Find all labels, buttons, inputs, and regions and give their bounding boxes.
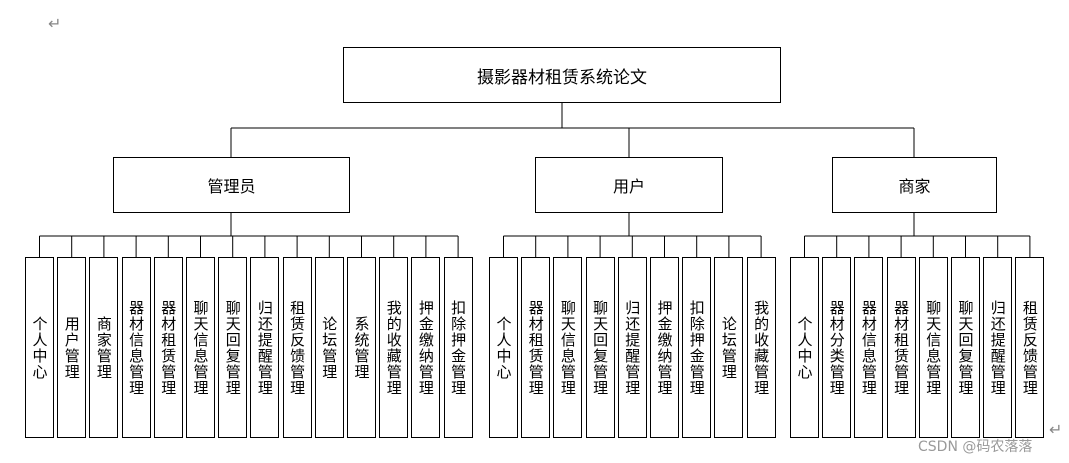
- leaf-label: 商家管理: [94, 315, 113, 380]
- leaf-node: 租赁反馈管理: [282, 257, 312, 438]
- leaf-node: 商家管理: [89, 257, 119, 438]
- leaf-label: 用户管理: [62, 315, 81, 380]
- leaf-node: 器材租赁管理: [153, 257, 183, 438]
- leaf-node: 归还提醒管理: [250, 257, 280, 438]
- leaf-label: 聊天回复管理: [223, 299, 242, 396]
- leaf-label: 聊天信息管理: [191, 299, 210, 396]
- leaf-label: 聊天回复管理: [591, 299, 610, 396]
- leaf-node: 扣除押金管理: [682, 257, 712, 438]
- leaf-node: 聊天信息管理: [918, 257, 948, 438]
- leaf-label: 器材租赁管理: [159, 299, 178, 396]
- leaf-node: 论坛管理: [714, 257, 744, 438]
- leaf-label: 论坛管理: [320, 315, 339, 380]
- leaf-node: 归还提醒管理: [617, 257, 647, 438]
- leaf-node: 租赁反馈管理: [1015, 257, 1045, 438]
- leaf-node: 个人中心: [25, 257, 54, 438]
- role-label-user: 用户: [612, 177, 645, 196]
- watermark: CSDN @码农落落: [918, 439, 1033, 455]
- leaf-label: 押金缴纳管理: [416, 299, 435, 396]
- leaf-label: 论坛管理: [719, 315, 738, 380]
- leaf-label: 扣除押金管理: [687, 299, 706, 396]
- leaf-label: 我的收藏管理: [384, 299, 403, 396]
- leaf-node: 器材分类管理: [822, 257, 852, 438]
- leaf-node: 押金缴纳管理: [411, 257, 441, 438]
- leaf-node: 押金缴纳管理: [650, 257, 679, 438]
- leaf-label: 归还提醒管理: [988, 299, 1007, 396]
- leaf-label: 押金缴纳管理: [655, 299, 674, 396]
- leaf-node: 聊天回复管理: [218, 257, 248, 438]
- role-box-admin: 管理员: [113, 157, 350, 213]
- leaf-label: 我的收藏管理: [752, 299, 771, 396]
- leaf-label: 聊天回复管理: [956, 299, 975, 396]
- leaf-node: 用户管理: [57, 257, 87, 438]
- role-box-merchant: 商家: [832, 157, 997, 213]
- leaf-label: 扣除押金管理: [449, 299, 468, 396]
- leaf-node: 器材租赁管理: [521, 257, 551, 438]
- return-mark-bottom: ↵: [1049, 420, 1063, 439]
- leaf-label: 个人中心: [494, 315, 513, 380]
- leaf-node: 我的收藏管理: [746, 257, 776, 438]
- leaf-label: 器材分类管理: [827, 299, 846, 396]
- leaf-label: 个人中心: [795, 315, 814, 380]
- leaf-node: 聊天回复管理: [951, 257, 980, 438]
- root-title: 摄影器材租赁系统论文: [477, 67, 647, 88]
- leaf-node: 个人中心: [489, 257, 518, 438]
- leaf-label: 个人中心: [30, 315, 49, 380]
- leaf-label: 聊天信息管理: [558, 299, 577, 396]
- leaf-label: 器材信息管理: [127, 299, 146, 396]
- leaf-node: 聊天信息管理: [186, 257, 215, 438]
- return-mark-top: ↵: [48, 14, 62, 33]
- leaf-label: 租赁反馈管理: [1020, 299, 1039, 396]
- root-title-box: 摄影器材租赁系统论文: [343, 47, 781, 103]
- leaf-node: 我的收藏管理: [379, 257, 409, 438]
- leaf-node: 个人中心: [790, 257, 819, 438]
- leaf-label: 租赁反馈管理: [288, 299, 307, 396]
- leaf-label: 系统管理: [352, 315, 371, 380]
- leaf-node: 聊天信息管理: [553, 257, 583, 438]
- leaf-node: 扣除押金管理: [443, 257, 473, 438]
- leaf-node: 聊天回复管理: [585, 257, 615, 438]
- role-label-admin: 管理员: [207, 177, 256, 196]
- leaf-node: 系统管理: [347, 257, 376, 438]
- role-label-merchant: 商家: [898, 177, 931, 196]
- leaf-label: 器材租赁管理: [526, 299, 545, 396]
- leaf-label: 归还提醒管理: [255, 299, 274, 396]
- leaf-node: 器材信息管理: [854, 257, 884, 438]
- leaf-label: 器材租赁管理: [892, 299, 911, 396]
- leaf-label: 器材信息管理: [859, 299, 878, 396]
- leaf-node: 论坛管理: [314, 257, 344, 438]
- leaf-label: 聊天信息管理: [924, 299, 943, 396]
- leaf-node: 器材租赁管理: [886, 257, 916, 438]
- leaf-node: 归还提醒管理: [983, 257, 1013, 438]
- role-box-user: 用户: [535, 157, 723, 213]
- leaf-label: 归还提醒管理: [623, 299, 642, 396]
- leaf-node: 器材信息管理: [121, 257, 151, 438]
